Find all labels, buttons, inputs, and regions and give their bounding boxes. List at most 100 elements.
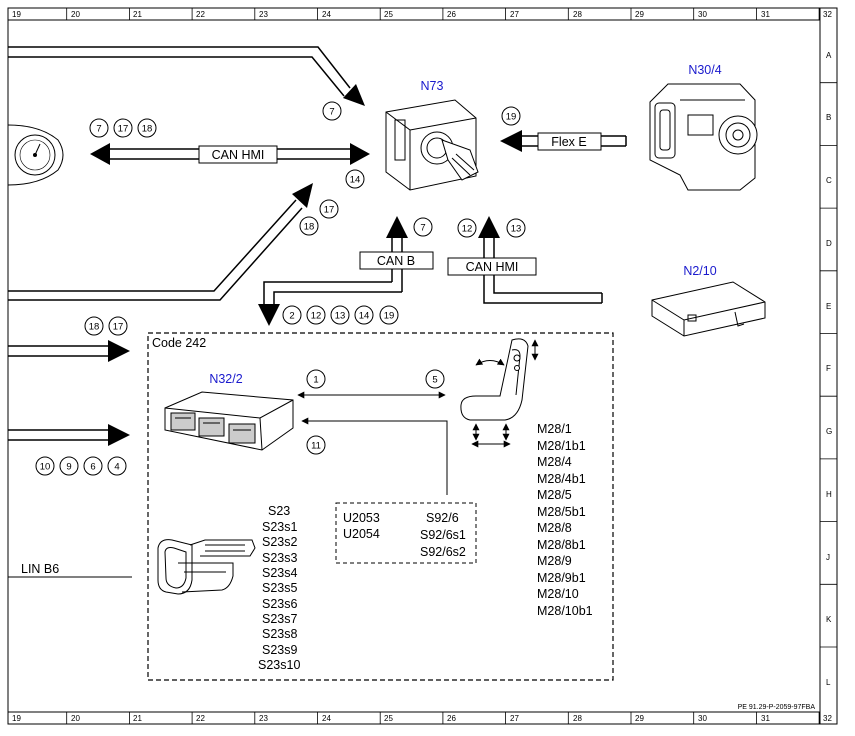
m28-item: M28/1b1 (537, 439, 586, 453)
m28-item: M28/5 (537, 488, 572, 502)
col-label: 21 (133, 714, 142, 723)
col-label: 22 (196, 10, 205, 19)
col-label: 26 (447, 10, 456, 19)
n32-2-control-unit-icon (164, 391, 294, 451)
switch-group-box (335, 502, 477, 564)
col-label: 21 (133, 10, 142, 19)
s23-item: S23 (268, 504, 290, 518)
circle-label: 1 (313, 375, 318, 386)
lin-b6-label: LIN B6 (21, 562, 59, 576)
col-label: 20 (71, 10, 80, 19)
col-label: 30 (698, 714, 707, 723)
u-item: U2054 (343, 527, 380, 541)
n73-label: N73 (421, 79, 444, 93)
instrument-cluster-icon (7, 124, 64, 186)
s23-item: S23s5 (262, 581, 297, 595)
link-flex-e: Flex E (500, 130, 627, 152)
footer-reference: PE 91.29-P-2059-97FBA (738, 704, 816, 711)
col-label: 28 (573, 714, 582, 723)
col-label: 28 (573, 10, 582, 19)
col-label: 22 (196, 714, 205, 723)
circle-label: 9 (66, 462, 71, 473)
circle-label: 7 (329, 107, 334, 118)
col-label: 20 (71, 714, 80, 723)
circle-label: 17 (118, 124, 129, 135)
s23-list: S23 S23s1 S23s2 S23s3 S23s4 S23s5 S23s6 … (258, 504, 300, 672)
col-label: 25 (384, 714, 393, 723)
col-label: 32 (823, 10, 832, 19)
link-input-lower (8, 424, 130, 446)
m28-list: M28/1 M28/1b1 M28/4 M28/4b1 M28/5 M28/5b… (537, 422, 593, 618)
s92-item: S92/6s2 (420, 545, 466, 559)
can-hmi-right-label: CAN HMI (466, 260, 519, 274)
s23-item: S23s10 (258, 658, 300, 672)
m28-item: M28/9b1 (537, 571, 586, 585)
col-label: 19 (12, 714, 21, 723)
circle-label: 19 (506, 112, 517, 123)
col-label: 26 (447, 714, 456, 723)
s23-item: S23s2 (262, 535, 297, 549)
u-item: U2053 (343, 511, 380, 525)
circle-label: 12 (462, 224, 473, 235)
circle-label: 2 (289, 311, 294, 322)
seat-switch-icon (157, 539, 256, 595)
col-label: 25 (384, 10, 393, 19)
circle-label: 6 (90, 462, 95, 473)
row-label: C (826, 176, 832, 185)
column-labels-top: 19 20 21 22 23 24 25 26 27 28 29 30 31 3… (12, 10, 832, 19)
s23-item: S23s1 (262, 520, 297, 534)
can-hmi-left-label: CAN HMI (212, 148, 265, 162)
circle-label: 19 (384, 311, 395, 322)
col-label: 24 (322, 714, 331, 723)
s23-item: S23s8 (262, 627, 297, 641)
column-labels-bottom: 19 20 21 22 23 24 25 26 27 28 29 30 31 3… (12, 714, 832, 723)
circle-label: 10 (40, 462, 51, 473)
flex-e-label: Flex E (551, 135, 586, 149)
m28-item: M28/8b1 (537, 538, 586, 552)
col-label: 23 (259, 10, 268, 19)
row-label: L (826, 678, 831, 687)
can-b-label: CAN B (377, 254, 415, 268)
seat-motors-icon (460, 338, 539, 448)
circle-label: 4 (114, 462, 119, 473)
m28-item: M28/4 (537, 455, 572, 469)
col-label: 31 (761, 10, 770, 19)
n2-10-module-icon (651, 281, 766, 337)
circle-label: 14 (350, 175, 361, 186)
col-label: 23 (259, 714, 268, 723)
col-label: 29 (635, 714, 644, 723)
m28-item: M28/9 (537, 554, 572, 568)
row-label: F (826, 364, 831, 373)
row-label: K (826, 615, 832, 624)
s92-item: S92/6 (426, 511, 459, 525)
row-label: G (826, 427, 832, 436)
link-top-to-n73 (8, 46, 365, 106)
col-label: 32 (823, 714, 832, 723)
circle-label: 11 (311, 441, 321, 452)
row-label: H (826, 490, 832, 499)
circle-label: 17 (113, 322, 124, 333)
circle-label: 7 (96, 124, 101, 135)
circle-label: 18 (89, 322, 100, 333)
link-can-hmi-left: CAN HMI (90, 143, 370, 165)
col-label: 27 (510, 10, 519, 19)
s23-item: S23s3 (262, 551, 297, 565)
circle-label: 14 (359, 311, 370, 322)
circle-label: 5 (432, 375, 437, 386)
circle-label: 13 (511, 224, 522, 235)
col-label: 27 (510, 714, 519, 723)
link-switch-to-n32 (301, 417, 448, 495)
row-label: B (826, 113, 831, 122)
link-can-b: CAN B (258, 216, 434, 326)
row-label: D (826, 239, 832, 248)
circle-marker (322, 101, 342, 121)
m28-item: M28/4b1 (537, 472, 586, 486)
circle-label: 7 (420, 223, 425, 234)
n2-10-label: N2/10 (683, 264, 716, 278)
col-label: 31 (761, 714, 770, 723)
circle-label: 18 (304, 222, 315, 233)
circle-label: 13 (335, 311, 346, 322)
col-label: 29 (635, 10, 644, 19)
m28-item: M28/5b1 (537, 505, 586, 519)
